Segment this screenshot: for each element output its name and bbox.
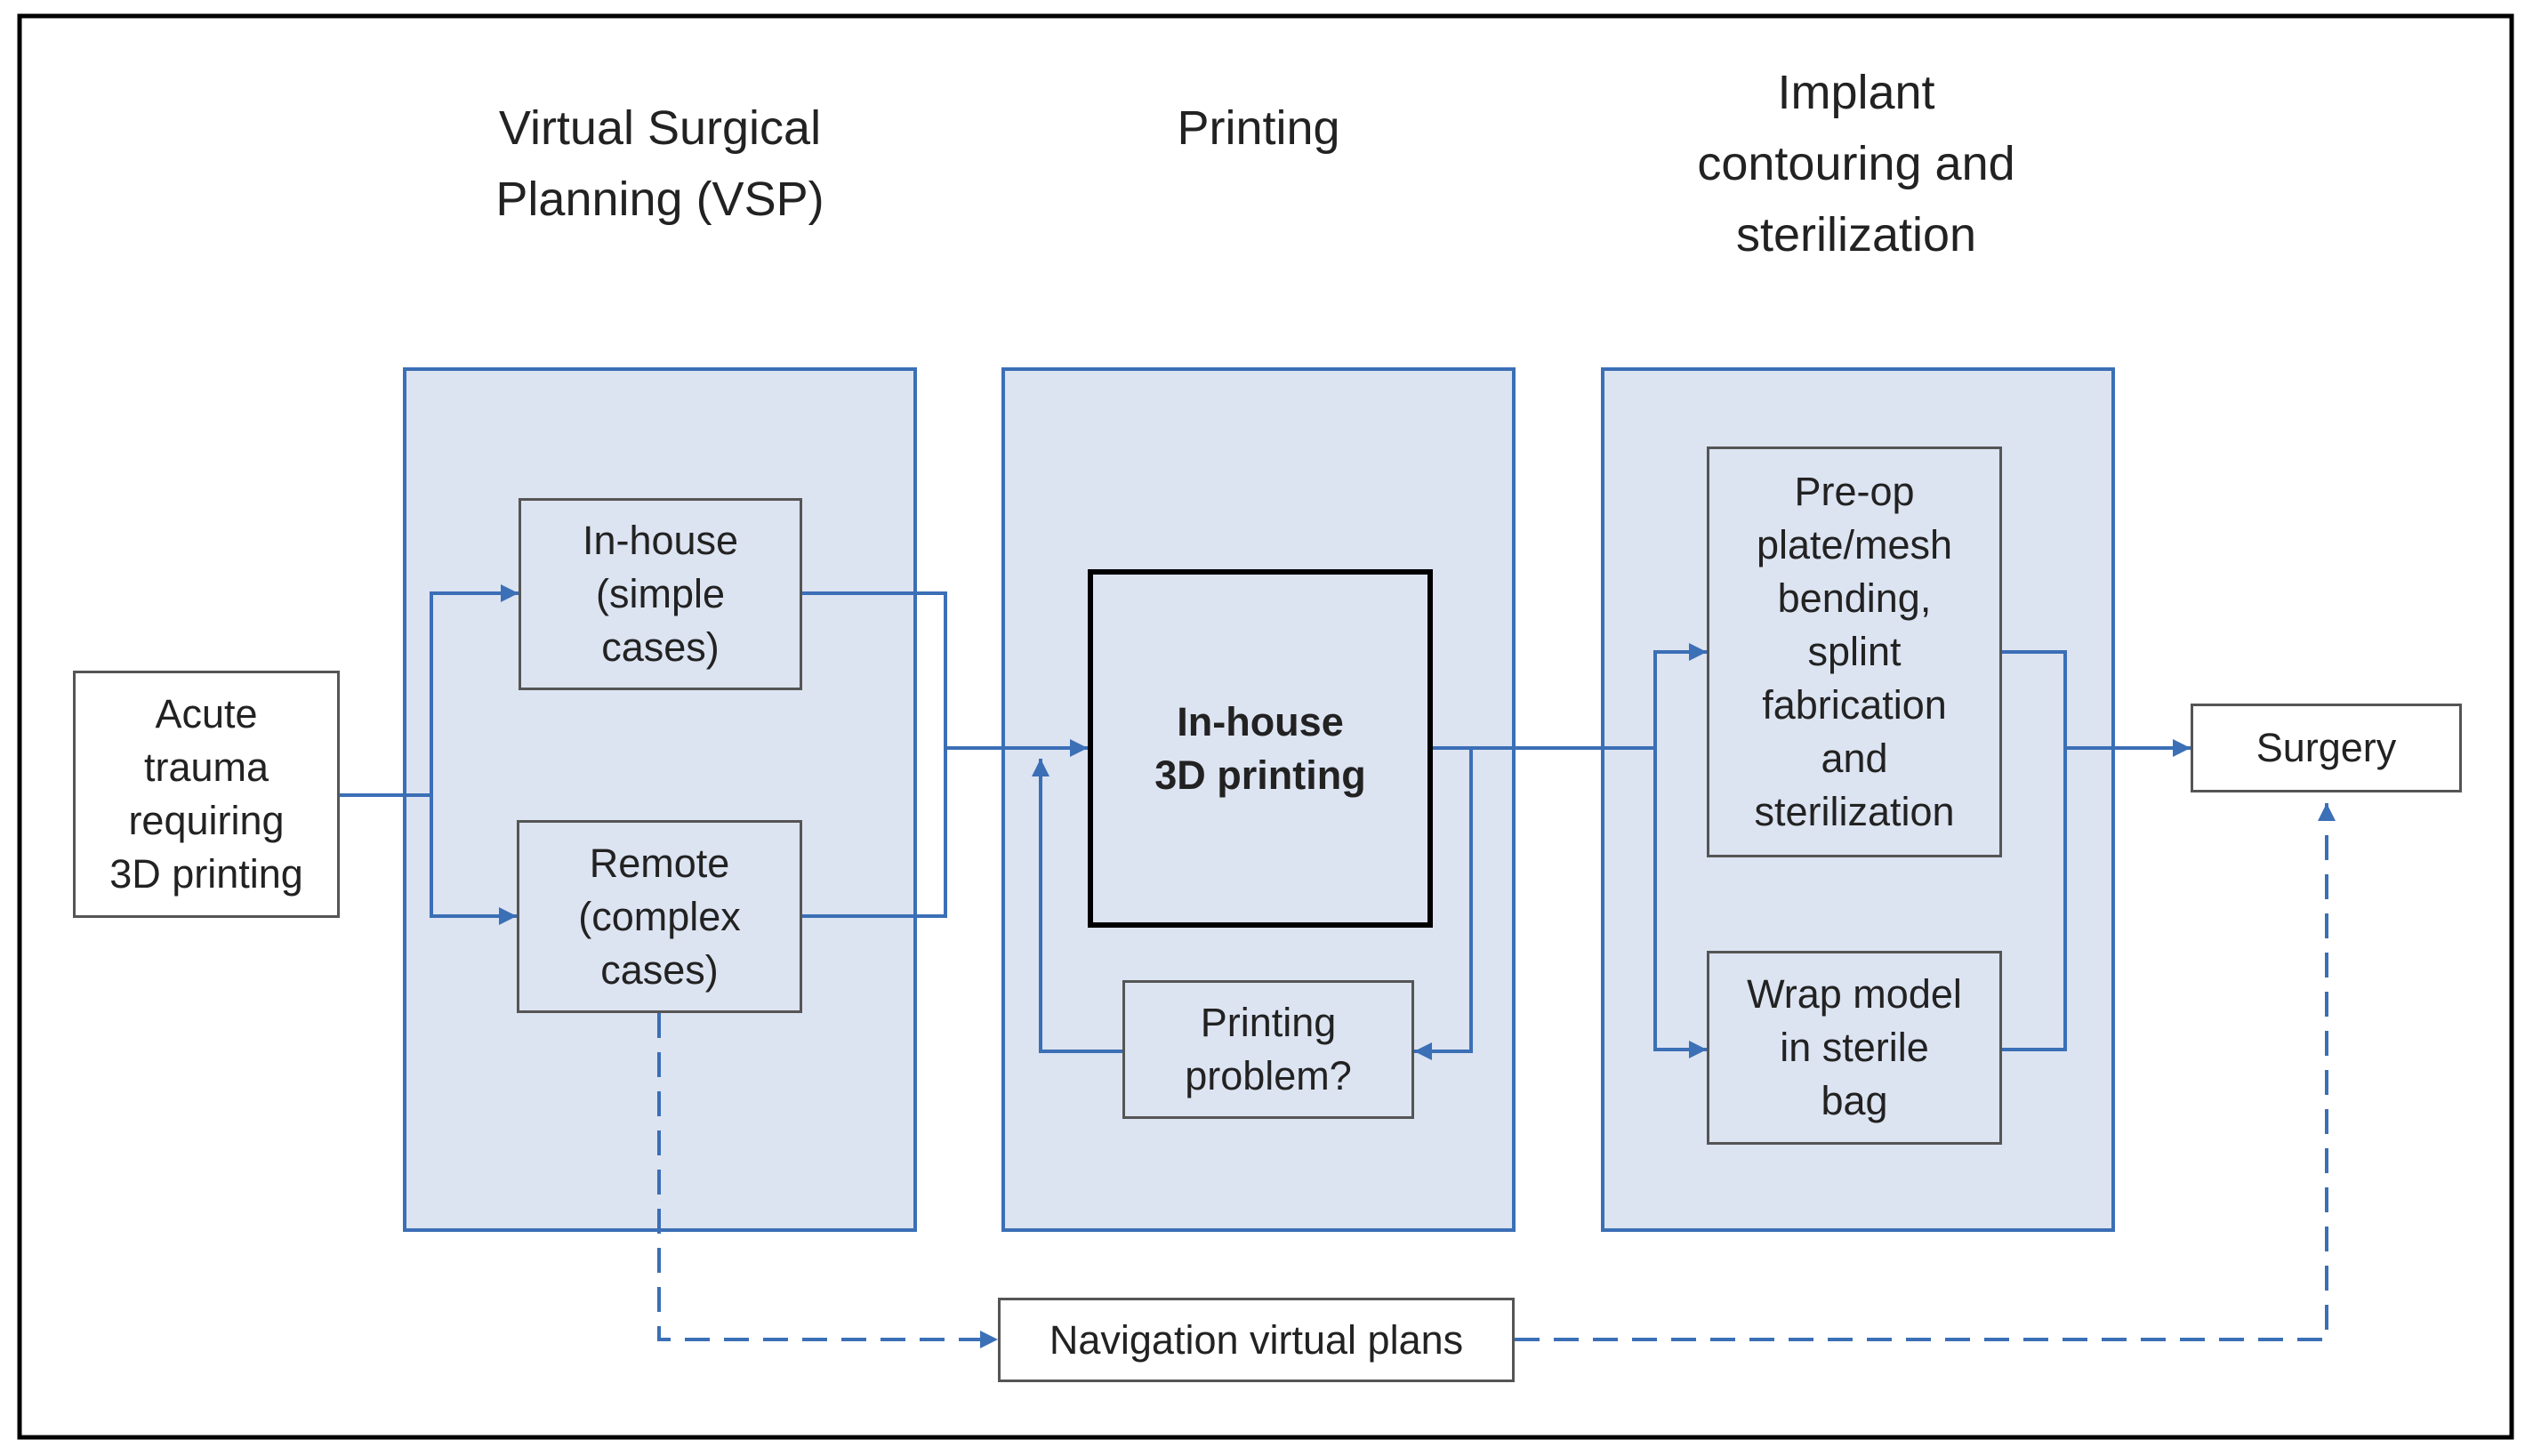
node-remote-vsp: Remote (complex cases) (517, 820, 802, 1013)
node-inhouse-printing: In-house 3D printing (1088, 569, 1433, 928)
heading-implant: Implant contouring and sterilization (1697, 66, 2015, 261)
arrow-remote-to-navigation (657, 1013, 998, 1348)
connector-inhouse-out (802, 591, 947, 918)
node-printing-problem: Printing problem? (1122, 980, 1414, 1119)
arrow-acute-to-remote (430, 795, 517, 925)
connector-implant-out (2002, 650, 2067, 1051)
heading-printing: Printing (1177, 101, 1340, 155)
arrow-to-wrap (1653, 748, 1707, 1058)
arrow-acute-to-inhouse (340, 584, 519, 797)
node-wrap-model: Wrap model in sterile bag (1707, 951, 2002, 1145)
arrow-problem-to-printing (1032, 759, 1122, 1053)
node-preop-bending: Pre-op plate/mesh bending, splint fabric… (1707, 446, 2002, 857)
heading-vsp: Virtual Surgical Planning (VSP) (495, 101, 824, 226)
node-inhouse-vsp: In-house (simple cases) (519, 498, 802, 690)
outer-frame (17, 13, 2514, 1440)
node-surgery: Surgery (2191, 704, 2462, 792)
arrow-to-preop (1653, 643, 1707, 748)
node-acute-trauma: Acute trauma requiring 3D printing (73, 671, 340, 918)
node-navigation-virtual-plans: Navigation virtual plans (998, 1298, 1515, 1382)
